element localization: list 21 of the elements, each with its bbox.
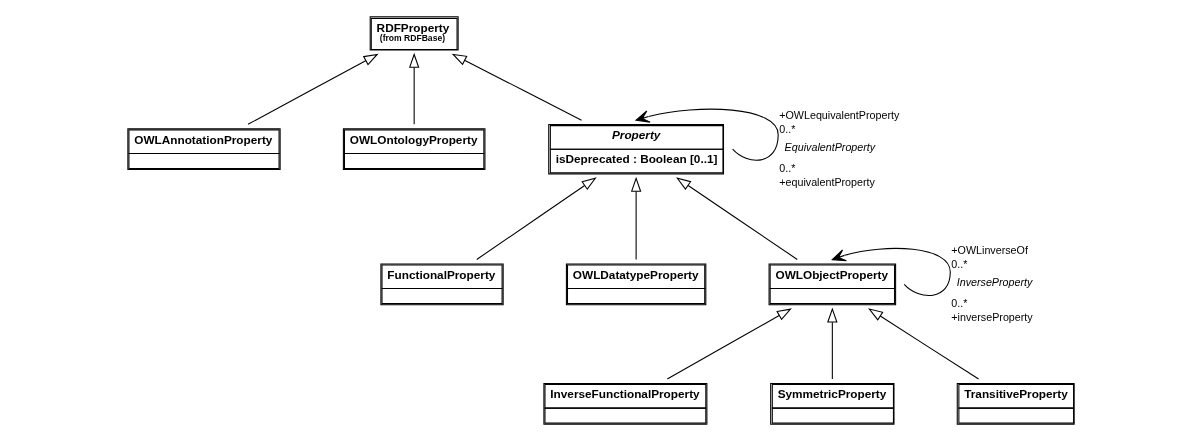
arrow: [476, 177, 597, 260]
arrow: [247, 53, 379, 125]
arrow: [868, 308, 980, 380]
arrow: [666, 308, 792, 380]
label: +OWLinverseOf: [951, 244, 1028, 257]
arrow: [827, 307, 838, 380]
label: +OWLequivalentProperty: [779, 109, 900, 122]
arrow: [676, 177, 798, 260]
arrow: [451, 53, 583, 121]
edge-label: InverseProperty: [956, 276, 1033, 289]
label: 0..*: [779, 161, 796, 174]
edge-label: EquivalentProperty: [784, 141, 876, 154]
label: +equivalentProperty: [779, 175, 875, 188]
arrow: [635, 108, 779, 161]
label: 0..*: [779, 123, 796, 136]
label: 0..*: [951, 296, 968, 309]
arrow: [831, 247, 951, 297]
label: +inverseProperty: [951, 310, 1033, 323]
arrow: [630, 176, 642, 260]
label: 0..*: [951, 258, 968, 271]
arrow: [408, 52, 420, 125]
